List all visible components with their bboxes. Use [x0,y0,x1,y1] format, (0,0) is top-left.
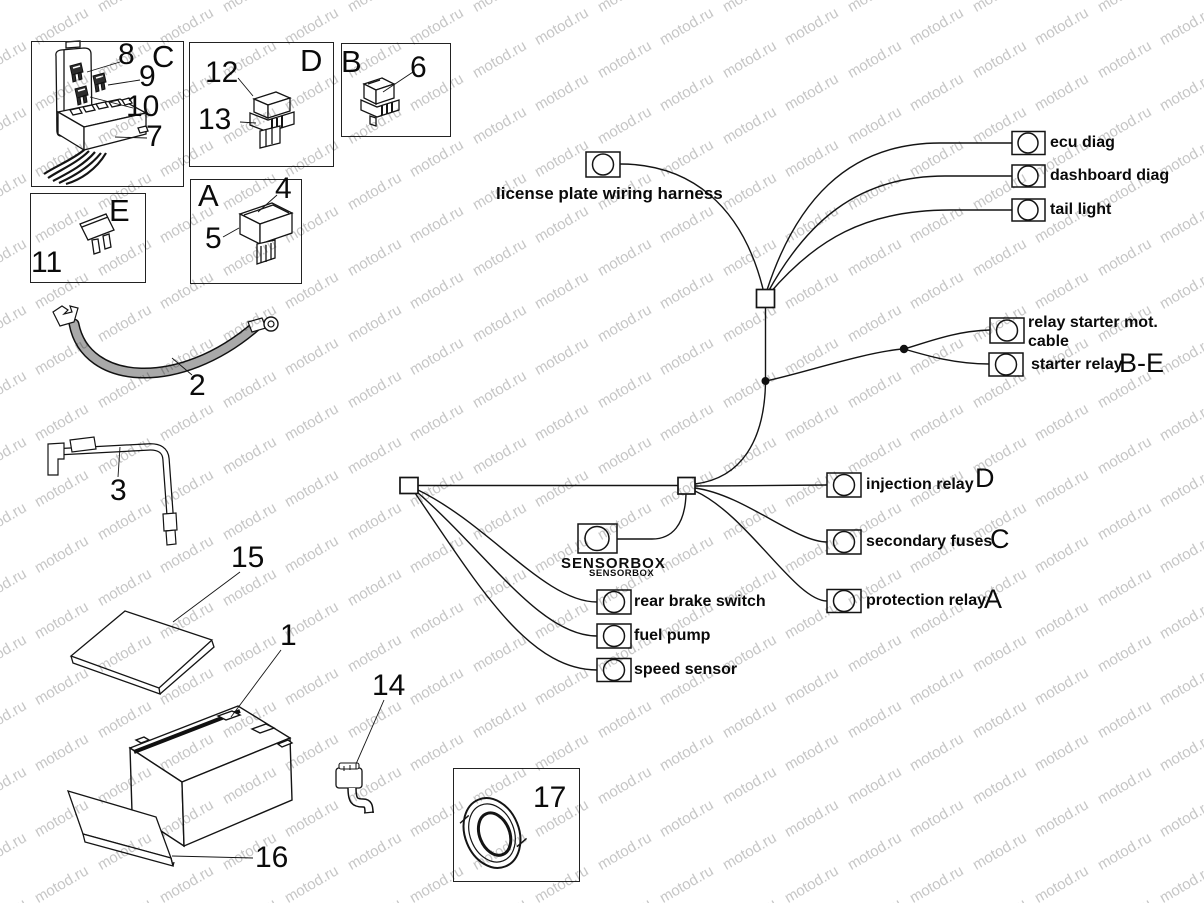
part-number-1: 1 [280,619,297,652]
letter-starter-relay: B-E [1119,348,1165,378]
part-box-b [341,43,451,137]
connector-secondary-fuses [826,529,862,555]
connector-fuel-pump [596,623,632,649]
box-letter-a: A [198,178,219,213]
label-secondary-fuses: secondary fuses [866,533,993,550]
part-number-17: 17 [533,781,567,814]
part-number-7: 7 [146,120,163,153]
part-box-e [30,193,146,283]
part-number-11: 11 [31,246,63,279]
part-box-d [189,42,334,167]
connector-license-plate [585,151,621,178]
relay-6-drawing [360,77,400,127]
mini-fuse-8 [69,62,84,83]
grommet-drawing [459,797,528,869]
wire-node-dot [761,377,770,385]
label-starter-relay: starter relay [1031,356,1123,373]
connector-injection-relay [826,472,862,498]
box-letter-c: C [152,39,175,74]
part-number-15: 15 [231,541,265,574]
box-letter-b: B [341,44,362,79]
part-box-c [31,41,184,187]
label-injection-relay: injection relay [866,476,974,493]
part-number-2: 2 [189,369,206,402]
battery-pad-bottom-drawing [66,790,175,867]
mini-fuse-10 [74,85,89,106]
part-number-8: 8 [118,38,135,71]
label-fuel-pump: fuel pump [634,627,711,644]
label-protection-relay: protection relay [866,592,987,609]
connector-dashboard-diag [1011,164,1046,188]
part-number-14: 14 [372,669,406,702]
battery-pad-top-drawing [69,610,215,695]
connector-tail-light [1011,198,1046,222]
junction-left [399,476,419,495]
label-ecu-diag: ecu diag [1050,134,1115,151]
part-number-13: 13 [198,103,232,136]
junction-top [755,288,776,309]
part-number-16: 16 [255,841,289,874]
part-number-5: 5 [205,222,222,255]
relay-4-5-drawing [238,202,294,265]
label-relay-starter-line2: cable [1028,333,1069,350]
part-number-10: 10 [126,90,160,123]
box-letter-d: D [300,43,323,78]
leader-lines [86,61,414,859]
label-rear-brake-switch: rear brake switch [634,593,766,610]
letter-injection-relay: D [975,463,995,493]
label-sensorbox: SENSORBOX [561,555,666,572]
battery-drawing [128,705,294,848]
part-number-3: 3 [110,474,127,507]
label-relay-starter-line1: relay starter mot. [1028,314,1158,331]
mini-fuse-9 [92,72,107,93]
battery-cable-drawing [52,305,279,379]
connector-protection-relay [826,588,862,614]
box-letter-e: E [109,193,130,228]
part-number-4: 4 [275,172,292,205]
label-speed-sensor: speed sensor [634,661,738,678]
rubber-elbow-drawing [335,762,375,814]
part-number-6: 6 [410,51,427,84]
connector-ecu-diag [1011,130,1046,156]
label-tail-light: tail light [1050,201,1112,218]
letter-protection-relay: A [984,584,1003,614]
harness-wires [414,142,1012,671]
connector-rear-brake-switch [596,589,632,615]
part-number-12: 12 [205,56,239,89]
part-number-9: 9 [139,60,156,93]
letter-secondary-fuses: C [990,524,1010,554]
label-license-plate: license plate wiring harness [496,184,723,203]
part-box-grommet [453,768,580,882]
connector-relay-starter-cable [989,317,1025,344]
relay-12-13-drawing [249,91,295,149]
ground-cable-drawing [47,436,178,546]
label-dashboard-diag: dashboard diag [1050,167,1170,184]
part-box-a [190,179,302,284]
wire-fork-dot [899,344,909,354]
connector-starter-relay [988,352,1024,377]
label-sensorbox-small: SENSORBOX [589,568,655,579]
fuse-box-assembly-drawing [43,40,149,186]
connector-sensorbox [577,523,618,554]
connector-speed-sensor [596,657,632,683]
junction-middle [677,476,696,495]
fuse-11-drawing [79,213,115,255]
